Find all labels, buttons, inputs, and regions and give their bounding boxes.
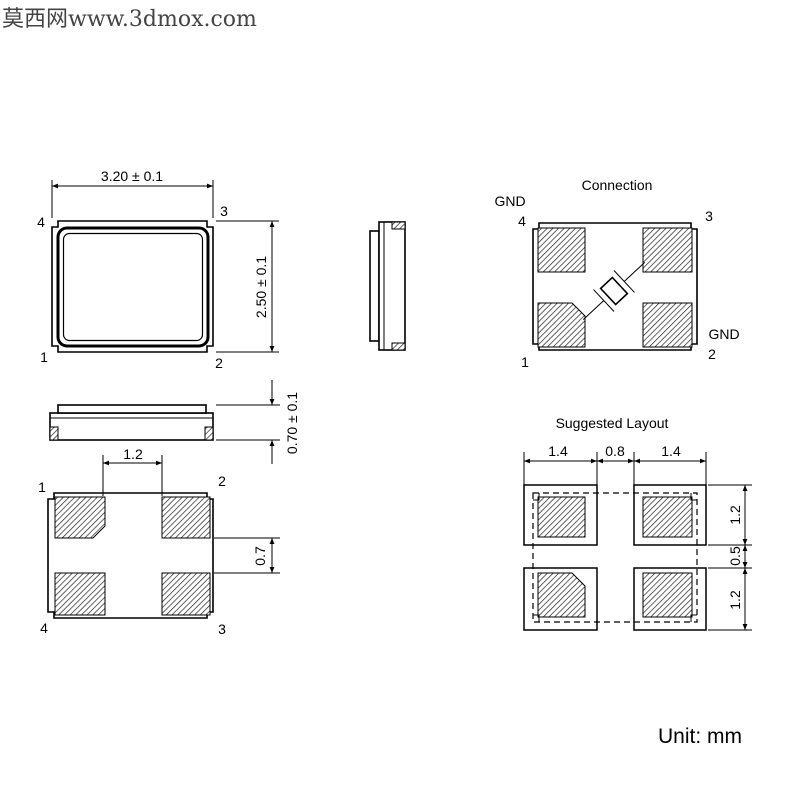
pad-1 xyxy=(537,302,586,348)
height-label-gap: 0.5 xyxy=(727,546,743,566)
land-top-left xyxy=(523,484,598,546)
side-view-right xyxy=(369,221,406,351)
bottom-view: 1.2 0.7 1 2 4 3 xyxy=(38,446,280,637)
lid-profile xyxy=(369,230,380,342)
length-dimension-label: 3.20 ± 0.1 xyxy=(101,168,163,184)
crystal-plate xyxy=(613,270,635,293)
terminal-top xyxy=(391,221,406,230)
pin-label-4: 4 xyxy=(518,213,526,229)
base-profile xyxy=(378,221,406,351)
width-label-gap: 0.8 xyxy=(605,443,625,459)
pad-2 xyxy=(161,496,211,539)
lid-inner xyxy=(62,232,204,342)
terminal-right xyxy=(204,426,214,441)
land-bottom-left xyxy=(523,567,598,631)
pin-label-2: 2 xyxy=(708,346,716,362)
connection-title: Connection xyxy=(582,177,653,193)
pin-label-2: 2 xyxy=(218,473,226,489)
pin-label-4: 4 xyxy=(37,214,45,230)
pin-label-1: 1 xyxy=(40,349,48,365)
crystal-symbol xyxy=(582,261,646,321)
pad-bottom-right xyxy=(642,572,693,618)
corner-mark xyxy=(533,493,540,501)
pin-label-1: 1 xyxy=(38,479,46,495)
terminal-bottom xyxy=(391,342,406,351)
unit-label: Unit: mm xyxy=(658,725,742,748)
crystal-plate xyxy=(593,289,615,312)
height-label-bottom: 1.2 xyxy=(727,590,743,610)
pad-3 xyxy=(642,227,693,273)
corner-mark xyxy=(690,614,697,622)
pin-label-3: 3 xyxy=(220,203,228,219)
height-label-top: 1.2 xyxy=(727,505,743,525)
package-outline-dashed xyxy=(532,492,698,623)
pad-1 xyxy=(54,496,106,539)
pad-top-right xyxy=(642,496,693,538)
terminal-left xyxy=(49,426,59,441)
width-dimension-label: 2.50 ± 0.1 xyxy=(253,256,269,318)
pad-gap-y-label: 0.7 xyxy=(252,546,268,566)
pin-label-4: 4 xyxy=(40,620,48,636)
gnd-label-right: GND xyxy=(708,326,739,342)
land-bottom-right xyxy=(633,567,707,631)
top-view: 3.20 ± 0.1 2.50 ± 0.1 4 3 1 2 xyxy=(37,168,279,371)
base-profile xyxy=(49,412,214,441)
connection-diagram: Connection GND 4 3 GND 2 1 xyxy=(494,177,739,370)
pad-bottom-left xyxy=(537,572,586,618)
pad-4 xyxy=(537,227,586,273)
pin-label-2: 2 xyxy=(215,355,223,371)
side-view-front: 0.70 ± 0.1 xyxy=(49,380,300,464)
pad-4 xyxy=(54,572,106,616)
package-outline xyxy=(51,220,214,353)
layout-title: Suggested Layout xyxy=(556,415,669,431)
pad-top-left xyxy=(537,496,586,538)
crystal-body xyxy=(599,276,629,306)
crystal-lead xyxy=(582,300,605,321)
pin-label-3: 3 xyxy=(705,208,713,224)
corner-mark xyxy=(690,493,697,501)
pin-label-1: 1 xyxy=(521,354,529,370)
pad-2 xyxy=(642,302,693,348)
width-label-left: 1.4 xyxy=(548,443,568,459)
height-dimension-label: 0.70 ± 0.1 xyxy=(284,392,300,454)
lid-outer xyxy=(56,226,210,348)
suggested-layout: Suggested Layout 1.4 0.8 1.4 xyxy=(523,415,752,631)
pin-label-3: 3 xyxy=(218,621,226,637)
corner-mark xyxy=(533,614,540,622)
pad-gap-x-label: 1.2 xyxy=(123,446,143,462)
crystal-lead xyxy=(623,261,646,282)
watermark: 莫西网www.3dmox.com xyxy=(2,7,257,32)
land-top-right xyxy=(633,484,707,546)
gnd-label-top: GND xyxy=(494,193,525,209)
lid-profile xyxy=(57,404,207,414)
width-label-right: 1.4 xyxy=(661,443,681,459)
pad-3 xyxy=(161,572,211,616)
